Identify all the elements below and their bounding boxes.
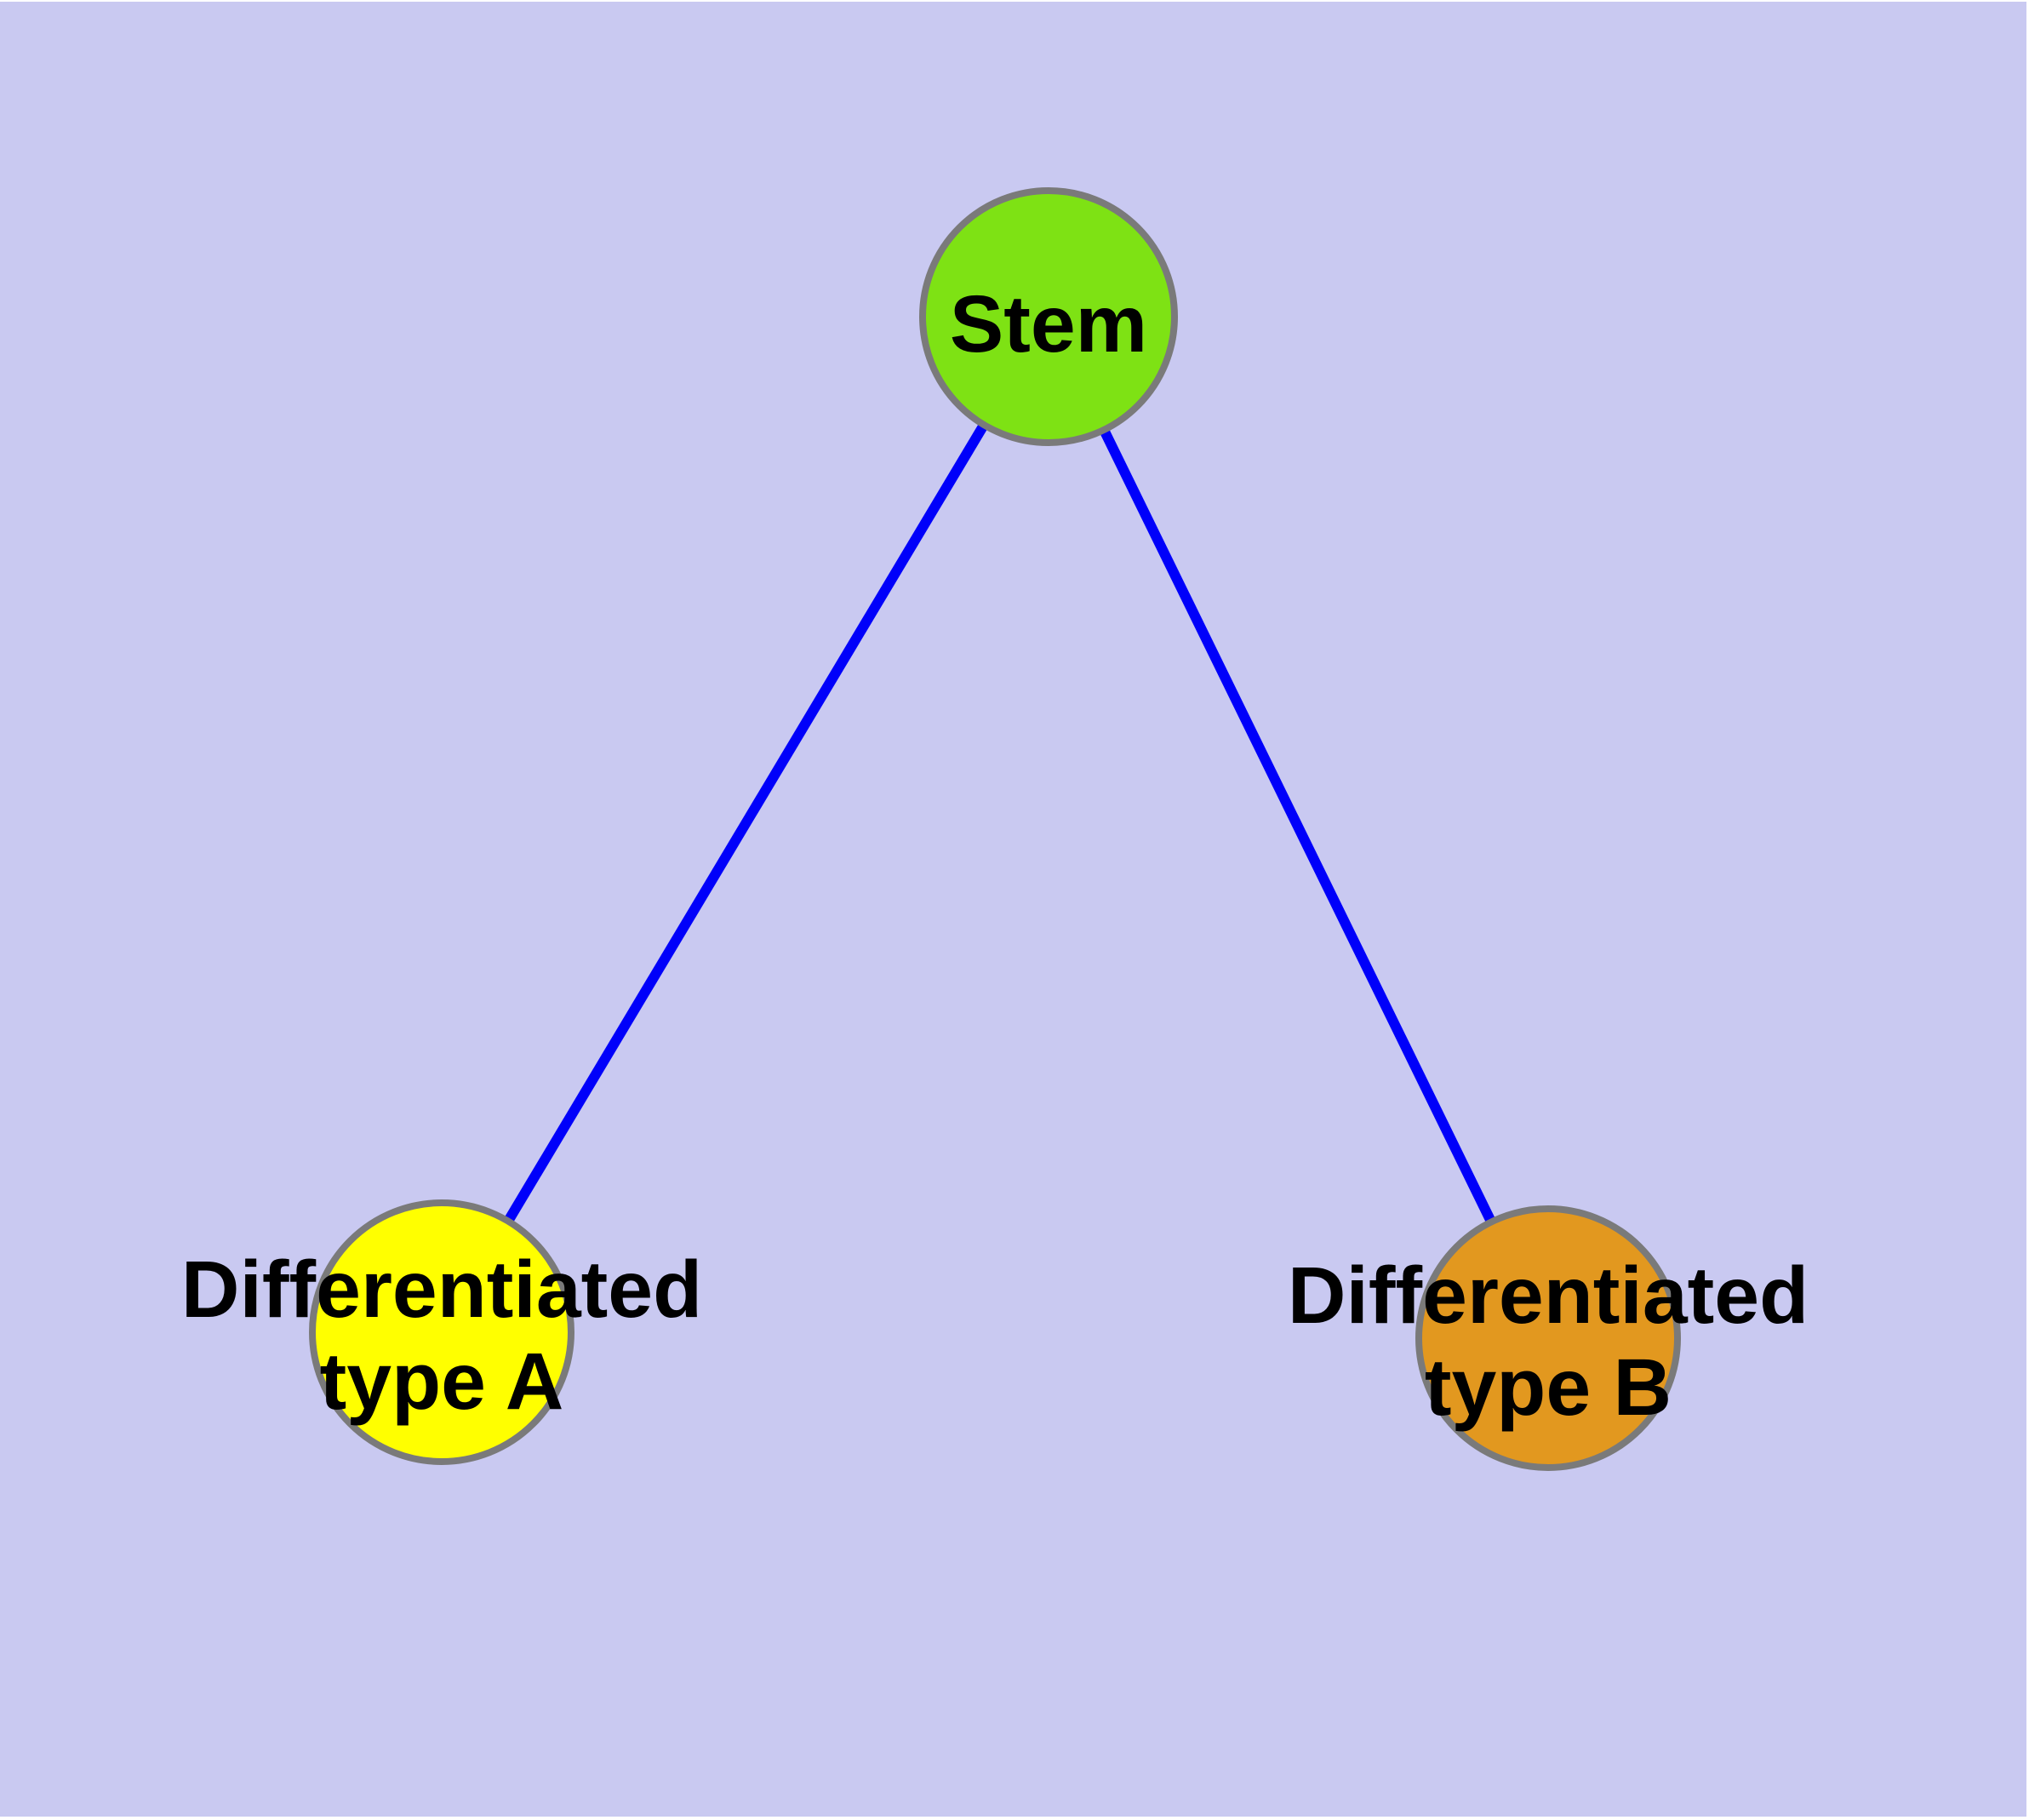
node-stem-label: Stem [950, 279, 1147, 369]
edge-stem-to-differentiated-type-b [1043, 314, 1553, 1341]
node-differentiated-type-a [309, 1199, 574, 1465]
node-differentiated-type-a-label-line2: type A [320, 1336, 564, 1427]
node-differentiated-type-a-label-line1: Differentiated [181, 1245, 702, 1335]
edge-stem-to-differentiated-type-a [437, 313, 1054, 1336]
node-differentiated-type-b [1415, 1205, 1681, 1471]
node-differentiated-type-b-label-line1: Differentiated [1288, 1251, 1809, 1341]
node-stem [919, 187, 1178, 446]
node-differentiated-type-b-label-line2: type B [1425, 1342, 1672, 1433]
